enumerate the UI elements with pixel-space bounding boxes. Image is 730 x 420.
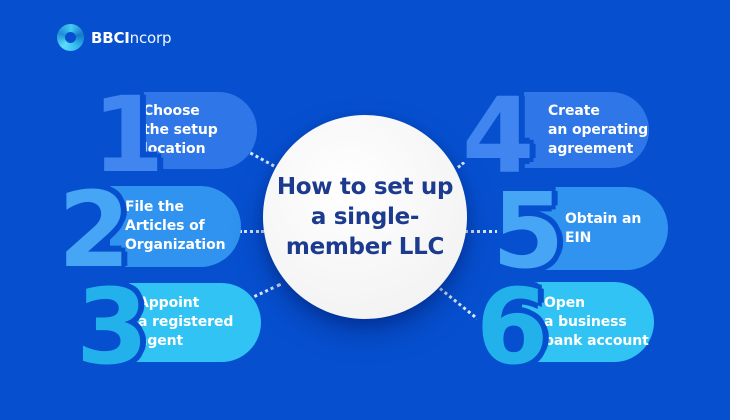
step-3-label: Appoint a registered agent [138,295,234,349]
step-4-label: Create an operating agreement [548,102,649,157]
step-1-label: Choose the setup location [143,103,218,157]
brand-name-regular: ncorp [129,28,172,47]
connector-line-5 [464,230,536,233]
step-1-number: 1 [92,74,164,197]
center-circle: How to set up a single- member LLC [263,115,467,319]
brand-name: BBCIncorp [91,29,171,47]
step-6-number: 6 [476,266,548,389]
step-5-label: Obtain an EIN [565,210,642,246]
step-6-label: Open a business bank account [544,294,649,349]
brand-logo: BBCIncorp [57,24,171,51]
step-5-number: 5 [492,170,564,293]
step-3-pill: Appoint a registered agent [120,283,261,362]
step-1-pill: Choose the setup location [130,92,257,169]
step-3-number: 3 [76,266,148,389]
connector-line-2 [239,230,264,233]
step-2-pill: File the Articles of Organization [110,186,241,267]
step-6-pill: Open a business bank account [522,282,654,362]
step-2-number: 2 [58,169,130,292]
swirl-ring-icon [57,24,84,51]
connector-line-6 [439,287,481,322]
step-4-number: 4 [462,75,534,198]
brand-name-bold: BBCI [91,28,130,47]
step-4-pill: Create an operating agreement [524,92,649,168]
infographic-title: How to set up a single- member LLC [276,174,454,260]
step-5-pill: Obtain an EIN [537,187,668,270]
step-2-label: File the Articles of Organization [125,199,226,253]
